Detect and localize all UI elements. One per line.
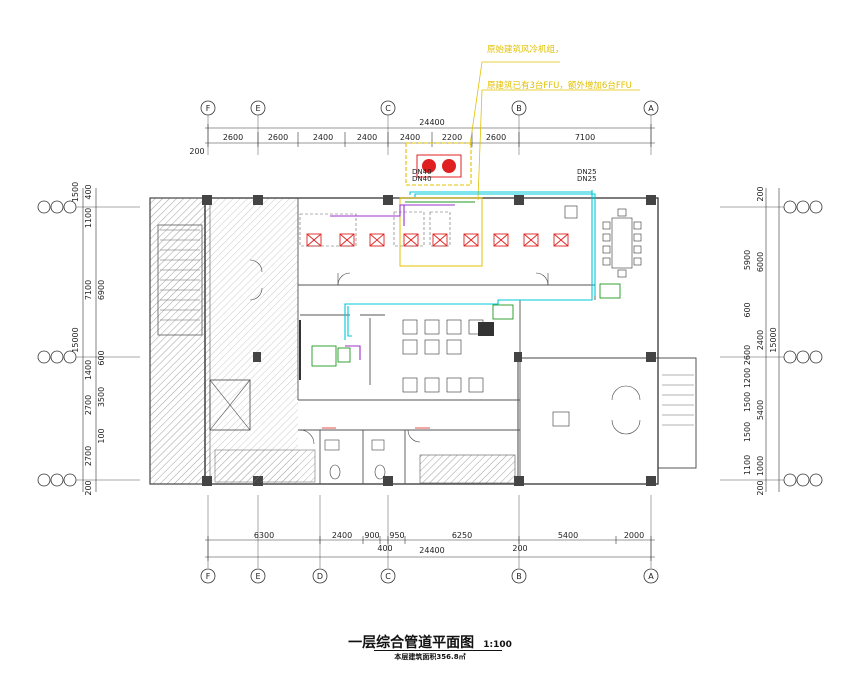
dim-left: 1400 (84, 360, 93, 380)
dim-top: 2600 (486, 133, 506, 142)
axis-label: C (385, 572, 391, 581)
axis-label: A (648, 572, 654, 581)
axis-bubble-A-bottom (643, 568, 659, 584)
area-note: 本层建筑面积356.8㎡ (394, 653, 466, 661)
left-axis-bubbles: 1500 400 1100 7100 6900 15000 600 1400 3… (37, 182, 140, 496)
dim-right-inner: 1000 (756, 456, 765, 476)
dim-right: 15000 (769, 327, 778, 352)
dim-right-inner: 2600 (743, 345, 752, 365)
axis-label: F (206, 572, 211, 581)
top-axis-bubbles: F E C B A (200, 100, 659, 116)
dim-left: 1500 (71, 182, 80, 202)
dim-right: 200 (756, 480, 765, 495)
axis-label: D (317, 572, 323, 581)
dim-left: 7100 (84, 280, 93, 300)
axis-label: A (648, 104, 654, 113)
pipes-green (311, 201, 621, 367)
dim-right: 5900 (743, 250, 752, 270)
annotation-ffu-note: 原建筑已有3台FFU，额外增加6台FFU (487, 80, 632, 91)
dim-left: 200 (84, 480, 93, 495)
dim-right: 2400 (756, 330, 765, 350)
dim-top: 2400 (400, 133, 420, 142)
dim-bottom-small: 400 (377, 544, 392, 553)
dim-total-bottom: 24400 (419, 546, 444, 555)
dim-left: 2700 (84, 446, 93, 466)
top-dimensions: 24400 2600 2600 2400 2400 2400 2200 2600… (189, 118, 655, 156)
dim-bottom: 950 (389, 531, 404, 540)
dim-bottom: 2000 (624, 531, 644, 540)
dim-top: 2400 (313, 133, 333, 142)
dim-bottom: 6300 (254, 531, 274, 540)
dim-top-offset: 200 (189, 147, 204, 156)
bottom-dimensions: 6300 2400 900 950 6250 5400 2000 400 200… (205, 531, 655, 561)
dim-bottom: 2400 (332, 531, 352, 540)
dim-left: 1100 (84, 208, 93, 228)
pipe-label-dn25: DN25 (577, 175, 597, 183)
dim-right-inner: 600 (743, 302, 752, 317)
air-cooled-unit (399, 142, 483, 267)
dim-left-inner: 600 (97, 350, 106, 365)
axis-bubble-B-bottom (511, 568, 527, 584)
dim-bottom: 5400 (558, 531, 578, 540)
dim-bottom-small: 200 (512, 544, 527, 553)
ffu-units (306, 233, 569, 247)
pipe-label-dn25: DN25 (577, 168, 597, 176)
axis-bubble-F-bottom (200, 568, 216, 584)
axis-label: B (516, 104, 522, 113)
dim-left: 15000 (71, 327, 80, 352)
title-underline (374, 650, 502, 651)
axis-label: C (385, 104, 391, 113)
dim-right: 1500 (743, 392, 752, 412)
pipe-label-dn40: DN40 (412, 175, 432, 183)
axis-label: E (255, 104, 260, 113)
axis-label: F (206, 104, 211, 113)
dim-right: 200 (756, 186, 765, 201)
dim-right: 1100 (743, 455, 752, 475)
dim-top: 7100 (575, 133, 595, 142)
axis-bubble-D-bottom (312, 568, 328, 584)
drawing-title: 一层综合管道平面图 (348, 635, 475, 651)
axis-label: B (516, 572, 522, 581)
axis-bubble-C-bottom (380, 568, 396, 584)
annotation-air-cooled-unit: 原始建筑风冷机组， (487, 44, 564, 55)
drawing-title-block: 一层综合管道平面图 1:100 (0, 632, 860, 652)
right-axis-bubbles: 200 5900 6000 2400 15000 2600 1200 1500 … (720, 186, 823, 496)
dim-right-inner: 6000 (756, 252, 765, 272)
pipe-label-dn40: DN40 (412, 168, 432, 176)
dim-right: 1200 (743, 368, 752, 388)
dim-top: 2600 (223, 133, 243, 142)
dim-left-inner: 6900 (97, 280, 106, 300)
dim-right: 1500 (743, 422, 752, 442)
pipes-cyan (344, 190, 596, 340)
dim-left-inner: 3500 (97, 387, 106, 407)
pipes-purple (330, 204, 455, 360)
dim-left-inner: 100 (97, 428, 106, 443)
dim-left-inner: 400 (84, 184, 93, 199)
dim-top: 2200 (442, 133, 462, 142)
dim-left: 2700 (84, 395, 93, 415)
dim-total-top: 24400 (419, 118, 444, 127)
axis-bubble-E-bottom (250, 568, 266, 584)
dim-bottom: 900 (364, 531, 379, 540)
building-walls (149, 195, 697, 486)
dim-top: 2400 (357, 133, 377, 142)
bottom-axis-bubbles: F E D C B A (200, 495, 659, 584)
drawing-scale: 1:100 (483, 640, 512, 650)
dim-top: 2600 (268, 133, 288, 142)
axis-label: E (255, 572, 260, 581)
dim-right-inner: 5400 (756, 400, 765, 420)
dim-bottom: 6250 (452, 531, 472, 540)
